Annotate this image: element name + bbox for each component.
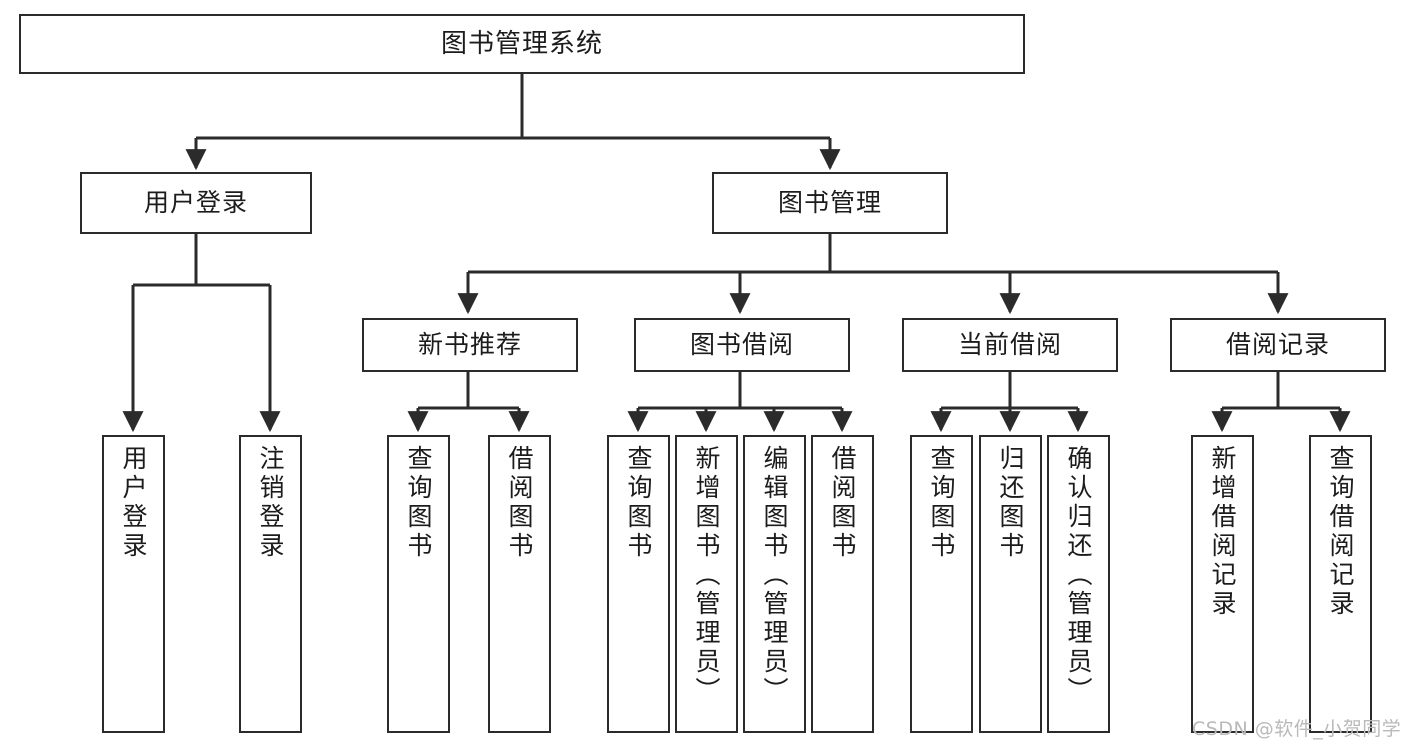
node-book-management-label: 图书管理	[777, 188, 882, 218]
node-leaf-query-book-2-label: 查询图书	[624, 445, 653, 561]
node-leaf-user-login[interactable]: 用户登录	[102, 435, 165, 733]
node-leaf-add-book-admin-label: 新增图书（管理员）	[692, 445, 721, 706]
node-borrow-record-label: 借阅记录	[1225, 330, 1330, 360]
node-leaf-edit-book-admin[interactable]: 编辑图书（管理员）	[743, 435, 806, 733]
node-leaf-edit-book-admin-label: 编辑图书（管理员）	[760, 445, 789, 706]
node-leaf-add-book-admin[interactable]: 新增图书（管理员）	[675, 435, 738, 733]
node-leaf-confirm-return-admin-label: 确认归还（管理员）	[1064, 445, 1093, 706]
node-new-book-recommend-label: 新书推荐	[417, 330, 522, 360]
node-leaf-query-book-1-label: 查询图书	[404, 445, 433, 561]
node-leaf-borrow-book-2[interactable]: 借阅图书	[811, 435, 874, 733]
node-leaf-query-borrow-record-label: 查询借阅记录	[1326, 445, 1355, 619]
node-leaf-return-book[interactable]: 归还图书	[979, 435, 1042, 733]
node-leaf-query-book-3[interactable]: 查询图书	[910, 435, 973, 733]
node-leaf-borrow-book-1[interactable]: 借阅图书	[488, 435, 551, 733]
node-leaf-confirm-return-admin[interactable]: 确认归还（管理员）	[1047, 435, 1110, 733]
node-book-borrow-label: 图书借阅	[689, 330, 794, 360]
node-user-login[interactable]: 用户登录	[80, 172, 312, 234]
node-root[interactable]: 图书管理系统	[19, 14, 1025, 74]
node-book-management[interactable]: 图书管理	[712, 172, 948, 234]
node-root-label: 图书管理系统	[440, 28, 603, 59]
node-leaf-borrow-book-2-label: 借阅图书	[828, 445, 857, 561]
node-leaf-return-book-label: 归还图书	[996, 445, 1025, 561]
node-user-login-label: 用户登录	[143, 188, 248, 218]
node-leaf-query-borrow-record[interactable]: 查询借阅记录	[1309, 435, 1372, 733]
node-current-borrow-label: 当前借阅	[957, 330, 1062, 360]
node-leaf-add-borrow-record[interactable]: 新增借阅记录	[1191, 435, 1254, 733]
node-leaf-query-book-2[interactable]: 查询图书	[607, 435, 670, 733]
node-new-book-recommend[interactable]: 新书推荐	[362, 318, 578, 372]
node-leaf-logout[interactable]: 注销登录	[239, 435, 302, 733]
node-leaf-query-book-3-label: 查询图书	[927, 445, 956, 561]
node-current-borrow[interactable]: 当前借阅	[902, 318, 1118, 372]
node-borrow-record[interactable]: 借阅记录	[1170, 318, 1386, 372]
node-leaf-user-login-label: 用户登录	[119, 445, 148, 561]
node-leaf-borrow-book-1-label: 借阅图书	[505, 445, 534, 561]
node-leaf-logout-label: 注销登录	[256, 445, 285, 561]
node-leaf-add-borrow-record-label: 新增借阅记录	[1208, 445, 1237, 619]
node-book-borrow[interactable]: 图书借阅	[634, 318, 850, 372]
node-leaf-query-book-1[interactable]: 查询图书	[387, 435, 450, 733]
